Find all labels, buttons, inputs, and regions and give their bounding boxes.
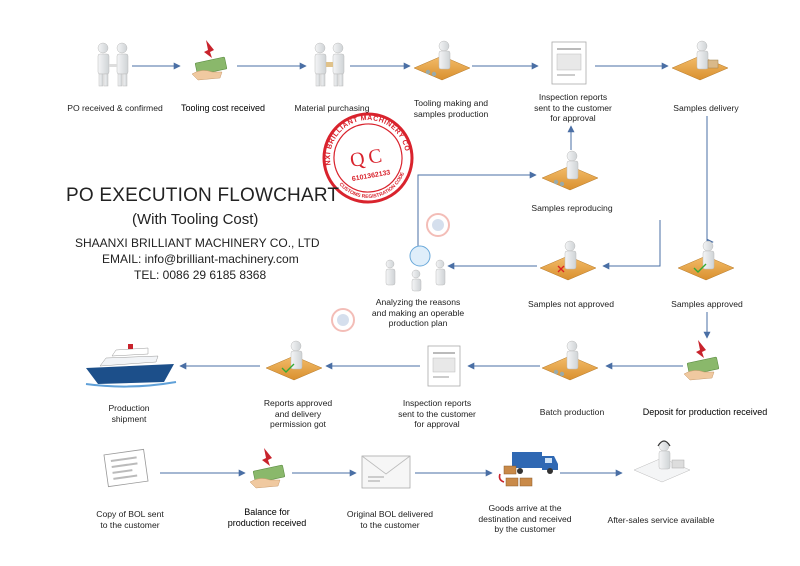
step-label-analyzing: Analyzing the reasons and making an oper… — [371, 297, 465, 328]
step-label-tooling-cost: Tooling cost received — [180, 103, 266, 113]
envelope-icon — [361, 455, 411, 489]
step-label-tooling-making: Tooling making and samples production — [413, 98, 489, 119]
company-email: EMAIL: info@brilliant-machinery.com — [102, 252, 299, 266]
people-icon — [314, 42, 345, 87]
money-hand-icon — [249, 448, 286, 489]
step-label-batch-production: Batch production — [539, 407, 605, 417]
worker-desk-icon — [265, 340, 323, 381]
step-label-after-sales: After-sales service available — [607, 515, 715, 525]
step-label-reports-approved: Reports approved and delivery permission… — [263, 398, 333, 429]
truck-icon — [498, 452, 558, 487]
document-icon — [103, 448, 149, 488]
arrow-9 — [417, 171, 537, 252]
worker-desk-icon — [671, 40, 729, 81]
worker-desk-icon — [541, 150, 599, 191]
stamp-qc-text: QC — [348, 144, 387, 172]
arrow-6 — [706, 116, 714, 246]
people-icon — [97, 42, 129, 87]
step-label-balance: Balance for production received — [227, 507, 307, 528]
meeting-icon — [385, 245, 446, 292]
step-label-deposit: Deposit for production received — [642, 407, 768, 417]
step-label-material-purchasing: Material purchasing — [294, 103, 370, 113]
step-label-goods-arrive: Goods arrive at the destination and rece… — [478, 503, 572, 534]
step-label-original-bol: Original BOL delivered to the customer — [346, 509, 434, 530]
worker-desk-icon — [413, 40, 471, 81]
arrow-7 — [602, 220, 661, 270]
ship-icon — [85, 344, 177, 388]
money-hand-icon — [191, 40, 228, 81]
step-label-samples-delivery: Samples delivery — [673, 103, 739, 113]
watermark-logo-icon — [331, 213, 450, 332]
step-label-samples-approved: Samples approved — [671, 299, 743, 309]
stamp-number: 6101362133 — [351, 169, 391, 183]
report-icon — [551, 41, 587, 85]
worker-desk-icon — [541, 340, 599, 381]
step-label-po-received: PO received & confirmed — [67, 103, 163, 113]
step-label-inspection-1: Inspection reports sent to the customer … — [534, 92, 612, 123]
step-label-production-shipment: Production shipment — [108, 403, 150, 424]
money-hand-icon — [683, 340, 720, 381]
report-icon — [427, 345, 461, 387]
headset-icon — [633, 440, 691, 483]
page-subtitle: (With Tooling Cost) — [132, 211, 259, 228]
page-title: PO EXECUTION FLOWCHART — [66, 185, 340, 206]
step-label-inspection-2: Inspection reports sent to the customer … — [398, 398, 476, 429]
flow-arrows — [132, 62, 714, 477]
step-label-samples-reproducing: Samples reproducing — [531, 203, 613, 213]
company-tel: TEL: 0086 29 6185 8368 — [134, 268, 267, 282]
company-name: SHAANXI BRILLIANT MACHINERY CO., LTD — [75, 236, 320, 250]
step-label-samples-not-approved: Samples not approved — [528, 299, 614, 309]
worker-desk-icon — [677, 240, 735, 281]
worker-desk-icon — [539, 240, 597, 281]
step-label-copy-bol: Copy of BOL sent to the customer — [96, 509, 164, 530]
